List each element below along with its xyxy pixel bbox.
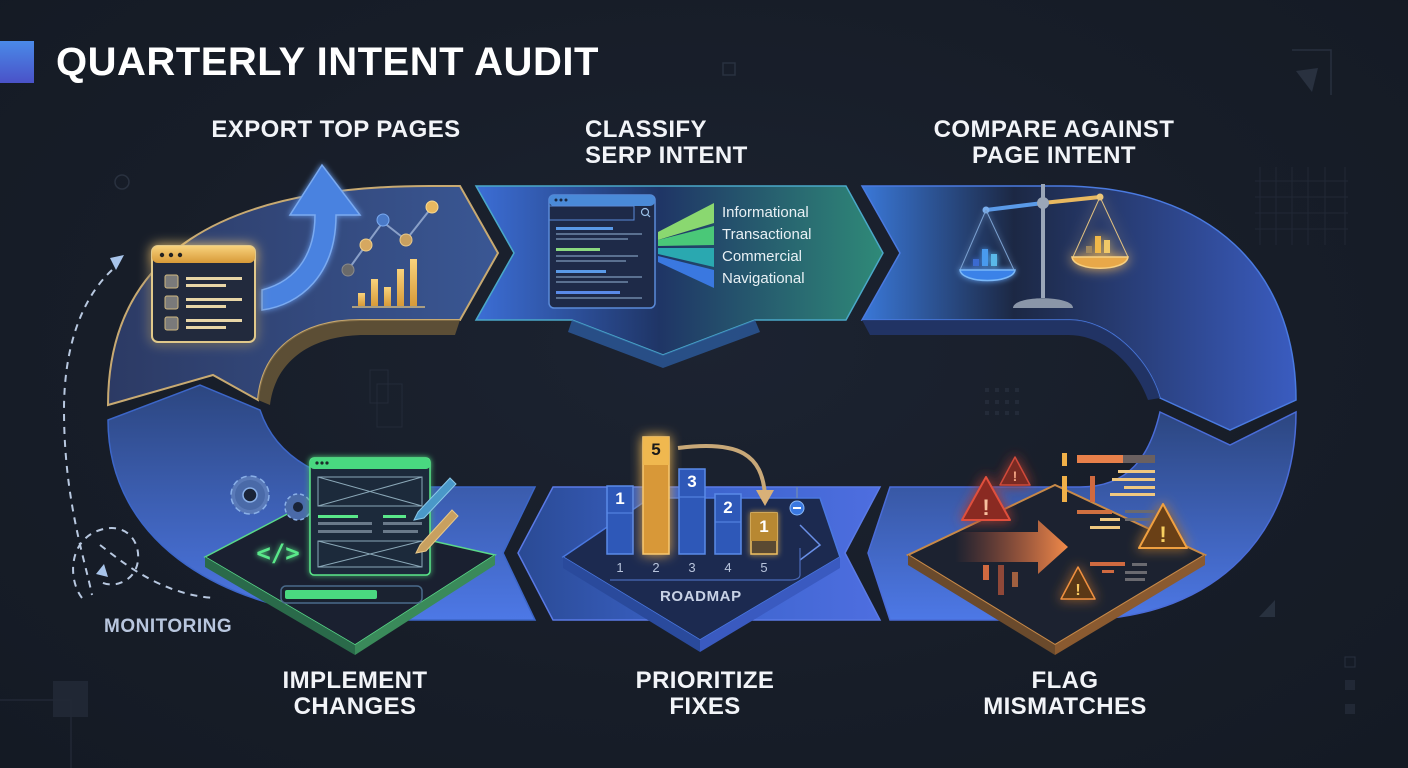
intent-transactional: Transactional xyxy=(722,226,812,243)
bar-priority-5: 1 xyxy=(759,517,769,536)
balance-scale-icon xyxy=(959,184,1129,308)
browser-list-icon xyxy=(151,245,256,343)
intent-navigational: Navigational xyxy=(722,270,805,287)
bar-priority-2: 5 xyxy=(651,440,661,459)
page-title: QUARTERLY INTENT AUDIT xyxy=(56,40,599,84)
progress-bar xyxy=(280,585,423,604)
step-label-implement: IMPLEMENT CHANGES xyxy=(282,667,428,720)
flag-platform xyxy=(905,483,1208,655)
axis-tick-4: 4 xyxy=(724,560,732,575)
trend-chart-icon xyxy=(341,200,439,308)
svg-text:!: ! xyxy=(982,495,989,520)
step-classify-ribbon xyxy=(474,185,884,368)
mismatch-arrow-icon xyxy=(955,520,1068,574)
mismatch-data-lines xyxy=(983,453,1155,595)
step-label-compare: COMPARE AGAINST PAGE INTENT xyxy=(933,116,1175,169)
svg-text:</>: </> xyxy=(256,539,299,567)
bar-priority-4: 2 xyxy=(723,498,733,517)
intent-type-list: Informational Transactional Commercial N… xyxy=(722,202,812,290)
step-label-classify: CLASSIFY SERP INTENT xyxy=(585,116,748,169)
search-icon xyxy=(640,207,650,217)
axis-tick-5: 5 xyxy=(760,560,768,575)
intent-commercial: Commercial xyxy=(722,248,803,265)
wireframe-edit-icon xyxy=(309,457,431,576)
warning-icon: ! ! ! ! xyxy=(961,456,1188,600)
loop-arrowhead-small-icon xyxy=(96,564,108,577)
step-label-flag: FLAG MISMATCHES xyxy=(983,667,1147,720)
pencil-icon xyxy=(413,477,459,554)
axis-tick-3: 3 xyxy=(688,560,696,575)
title-accent-bar xyxy=(0,41,34,83)
svg-text:!: ! xyxy=(1075,582,1080,599)
step-label-prioritize: PRIORITIZE FIXES xyxy=(635,667,775,720)
axis-tick-2: 2 xyxy=(652,560,660,575)
intent-informational: Informational xyxy=(722,204,809,221)
bar-priority-3: 3 xyxy=(687,472,697,491)
svg-text:!: ! xyxy=(1159,522,1166,547)
gear-icon xyxy=(230,475,312,521)
step-label-export: EXPORT TOP PAGES xyxy=(211,116,461,143)
monitoring-label: MONITORING xyxy=(104,616,233,637)
roadmap-bars-icon xyxy=(606,436,805,555)
bar-priority-1: 1 xyxy=(615,489,625,508)
search-results-icon xyxy=(548,194,656,309)
code-icon: </> xyxy=(256,539,299,567)
up-arrow-icon xyxy=(261,163,362,311)
step-compare-ribbon xyxy=(860,185,1297,431)
axis-tick-1: 1 xyxy=(616,560,624,575)
decorative-shapes xyxy=(0,49,1356,768)
intent-fan-icon xyxy=(658,203,714,288)
monitoring-loop-icon xyxy=(62,269,216,599)
loop-arrowhead-icon xyxy=(110,255,124,270)
svg-text:!: ! xyxy=(1013,468,1018,484)
roadmap-label: ROADMAP xyxy=(660,588,742,605)
